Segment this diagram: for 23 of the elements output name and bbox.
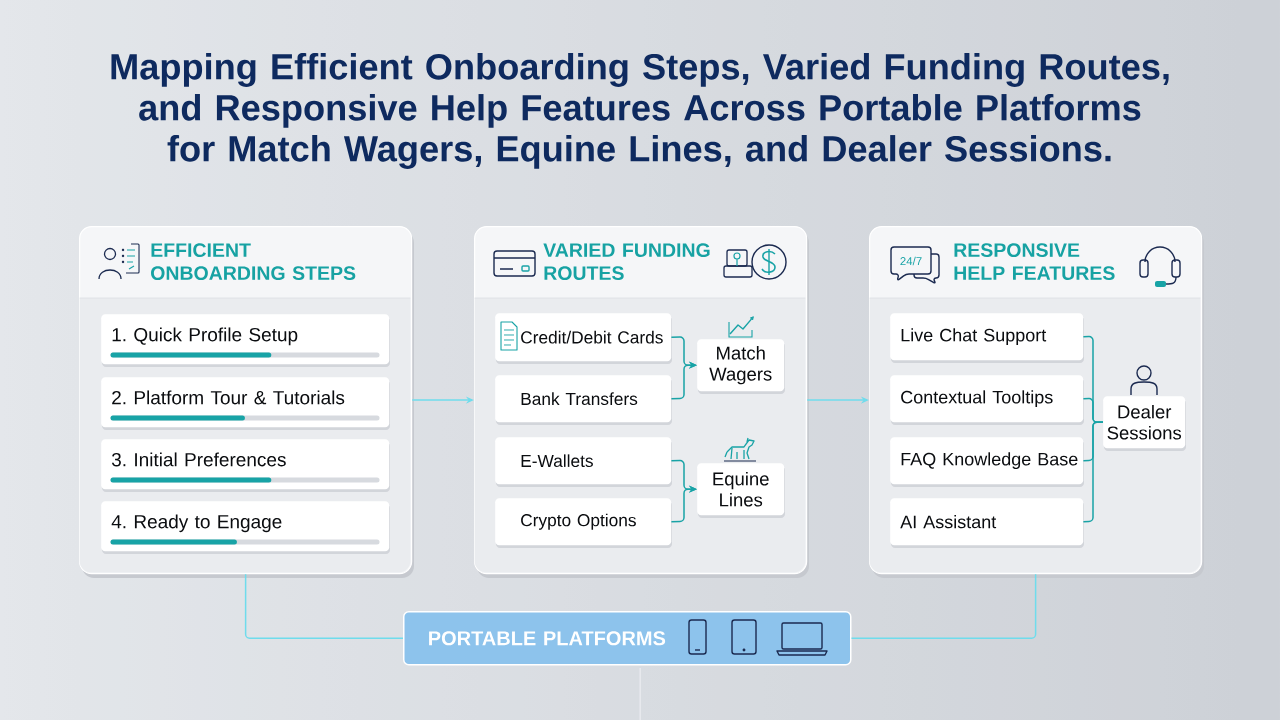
connector-line: [1082, 421, 1104, 523]
panel-heading: RESPONSIVE HELP FEATURES: [954, 243, 1115, 280]
platform-banner: PORTABLE PLATFORMS: [403, 611, 852, 666]
step-box: 2. Platform Tour & Tutorials: [101, 377, 390, 430]
step-box: 3. Initial Preferences: [101, 439, 390, 492]
option-box: Bank Transfers: [495, 375, 672, 425]
option-box: FAQ Knowledge Base: [890, 437, 1084, 487]
target-box: Dealer Sessions: [1103, 396, 1186, 451]
title: Mapping Efficient Onboarding Steps, Varied Funding Routes, and Responsive Help Features Across Portable Platforms for Match Wagers, Equine Lines, and Dealer Sessions.: [111, 53, 1169, 169]
connector-line: [850, 573, 1037, 639]
option-box: Crypto Options: [495, 498, 672, 548]
target-box: Equine Lines: [697, 463, 785, 518]
option-box: AI Assistant: [890, 498, 1084, 548]
connector-line: [244, 573, 404, 639]
panel-heading: VARIED FUNDING ROUTES: [543, 243, 710, 280]
bubble-text: 24/7: [900, 256, 922, 266]
option-box: E-Wallets: [495, 437, 672, 487]
option-box: Credit/Debit Cards: [495, 313, 672, 364]
target-box: Match Wagers: [697, 339, 785, 394]
panel-heading: EFFICIENT ONBOARDING STEPS: [151, 243, 356, 280]
option-box: Live Chat Support: [890, 313, 1084, 363]
step-box: 1. Quick Profile Setup: [101, 314, 390, 367]
option-box: Contextual Tooltips: [890, 375, 1084, 425]
